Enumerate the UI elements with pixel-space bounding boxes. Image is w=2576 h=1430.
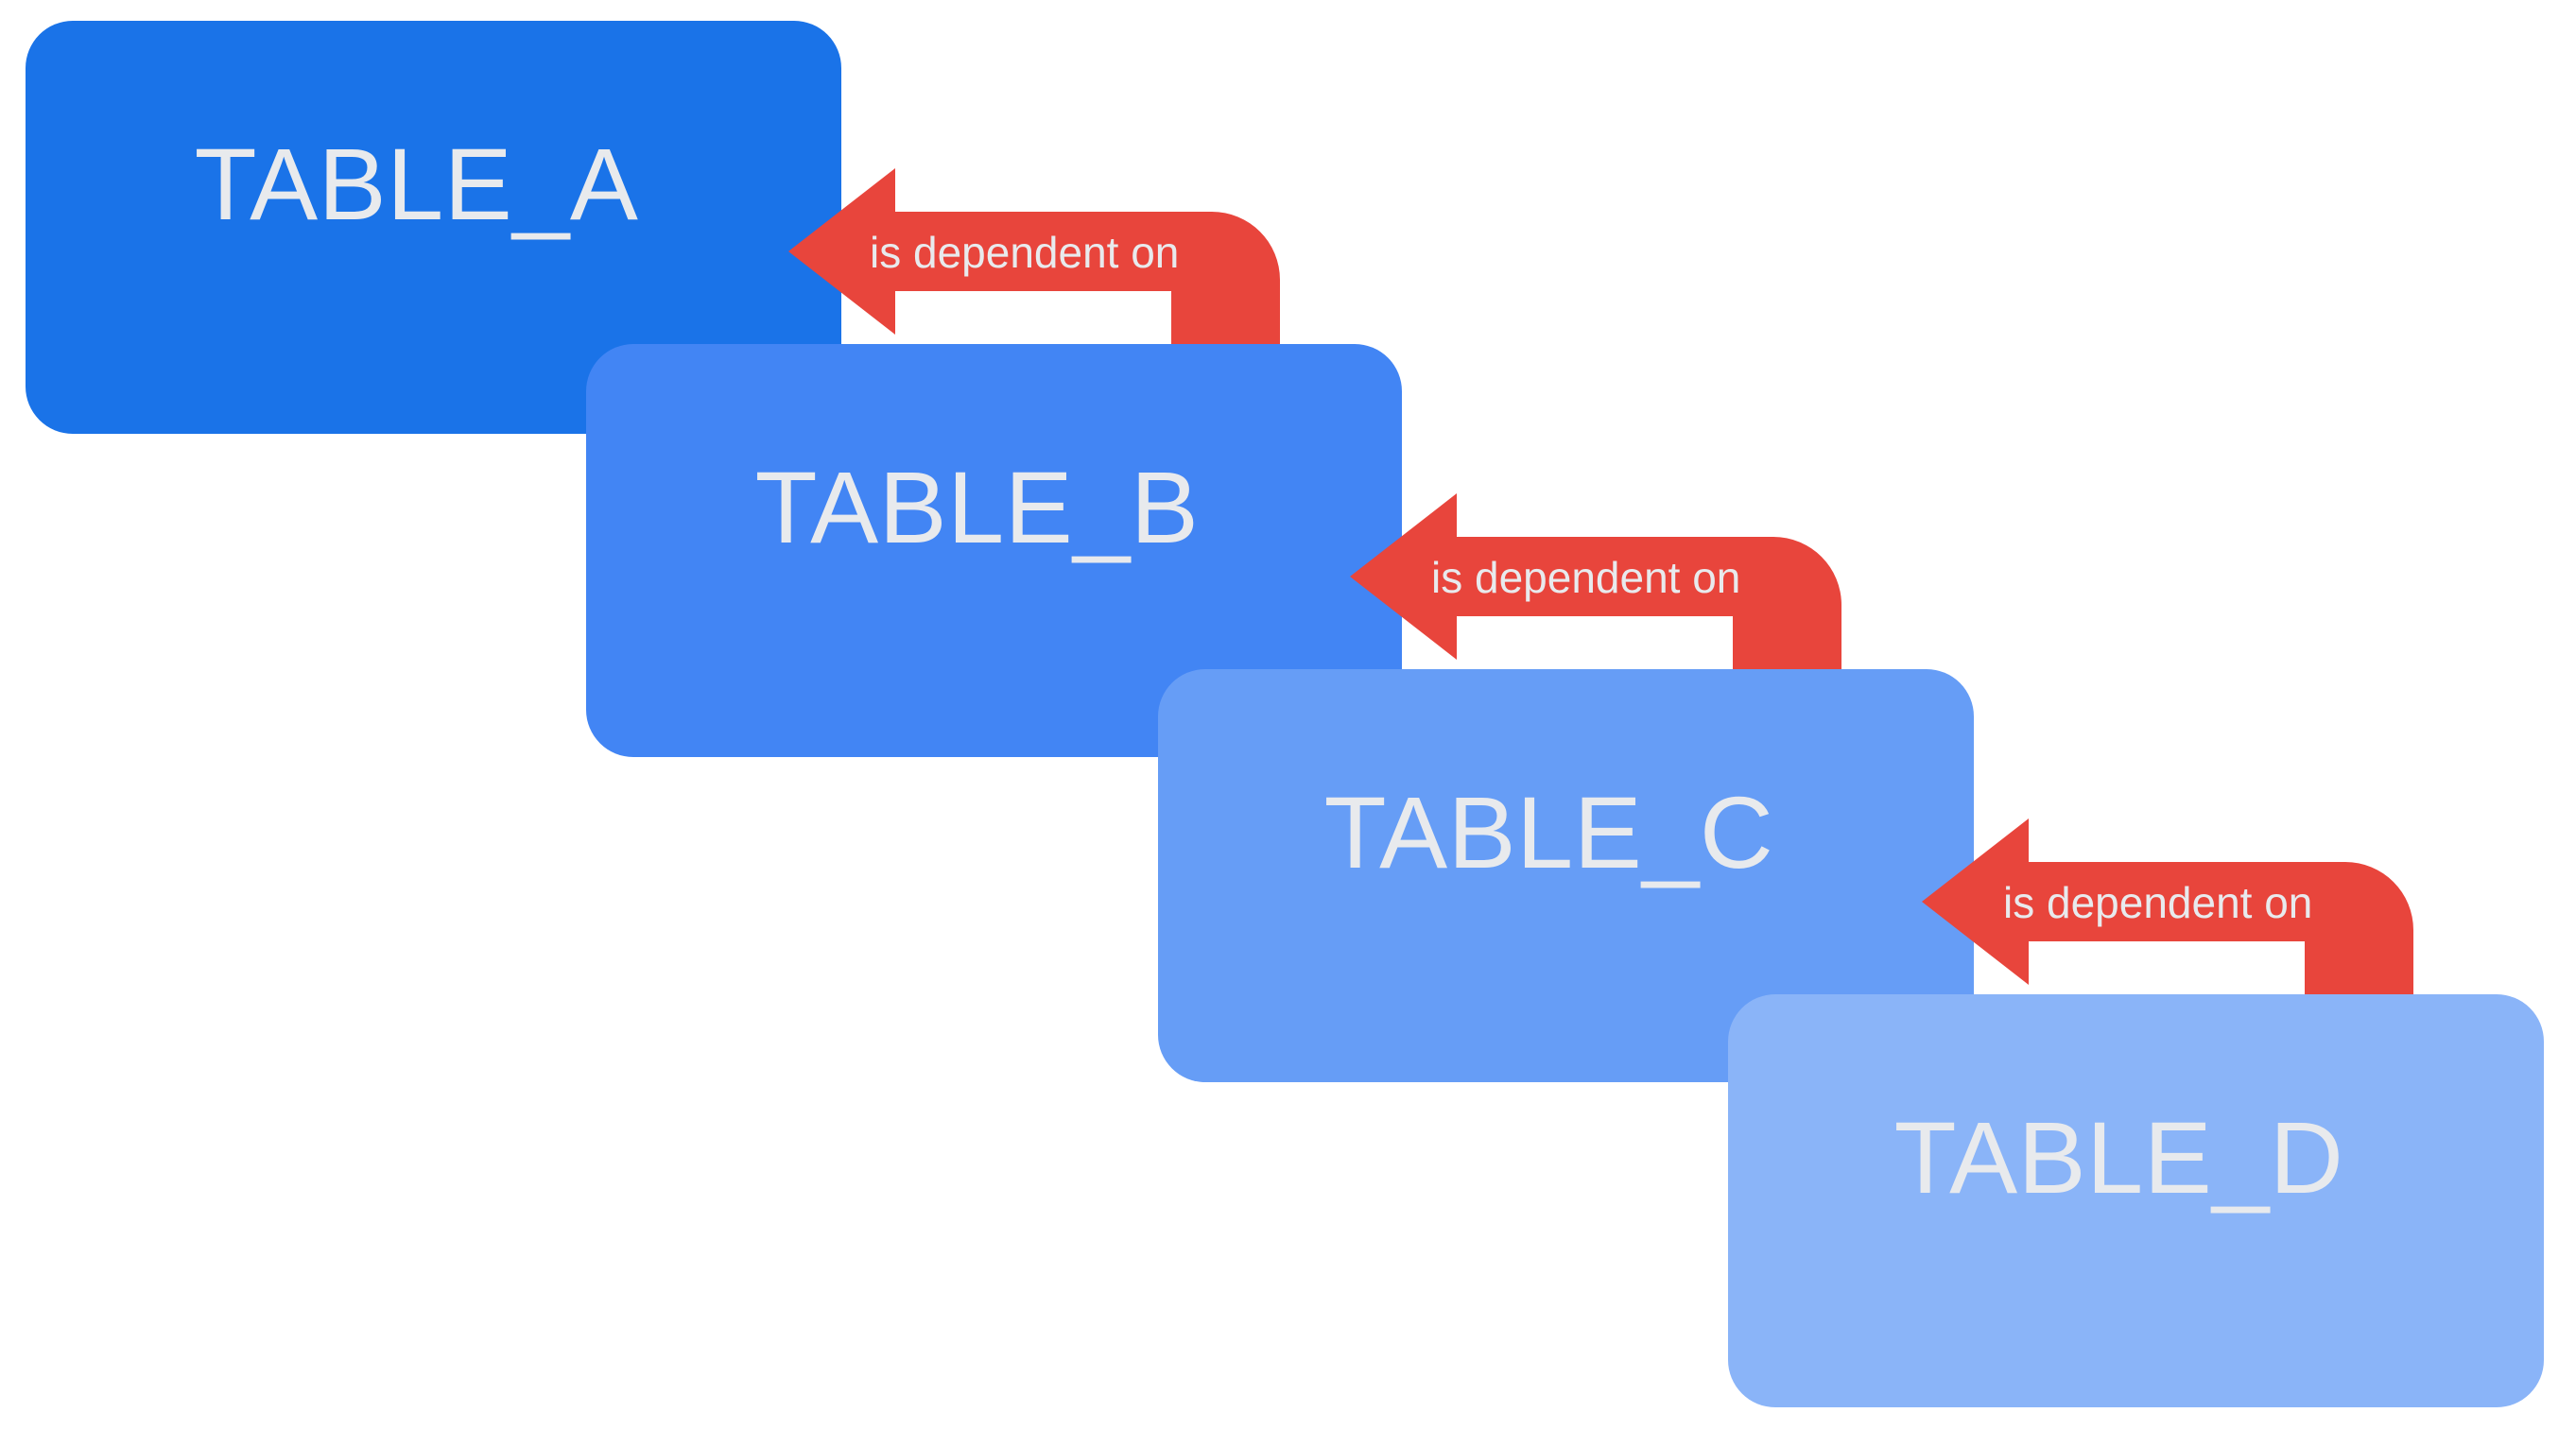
dependency-arrow-icon	[1922, 818, 2413, 1130]
table-node-label: TABLE_D	[1893, 1099, 2344, 1215]
dependency-arrow-icon	[1350, 493, 1841, 805]
table-node-table-a[interactable]: TABLE_A	[26, 21, 841, 434]
table-node-label: TABLE_C	[1323, 774, 1774, 889]
table-node-table-c[interactable]: TABLE_C	[1158, 669, 1974, 1082]
dependency-arrow-icon	[788, 168, 1280, 480]
table-node-table-d[interactable]: TABLE_D	[1728, 994, 2544, 1407]
table-node-label: TABLE_A	[194, 126, 639, 241]
table-node-label: TABLE_B	[754, 449, 1200, 564]
